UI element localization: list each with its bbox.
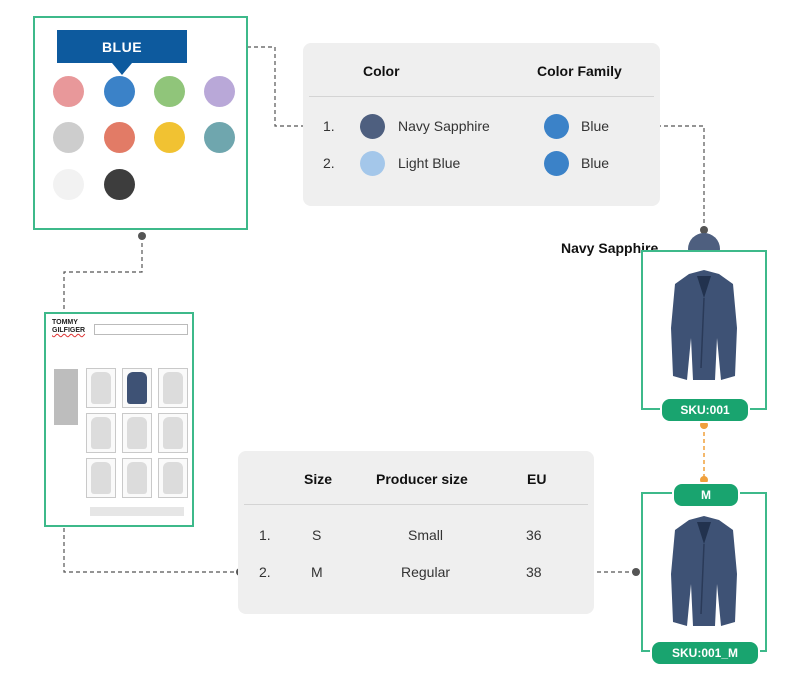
connector-store-to-size-table <box>63 430 240 573</box>
jacket-image <box>671 270 737 380</box>
size-pill: M <box>672 482 740 508</box>
connector-dot-orange <box>700 421 708 429</box>
producer-size-value: Small <box>408 527 444 543</box>
color-swatch[interactable] <box>53 169 84 200</box>
product-thumb-selected[interactable] <box>122 368 152 408</box>
color-swatch[interactable] <box>154 76 185 107</box>
header-producer-size: Producer size <box>376 471 468 487</box>
color-name: Light Blue <box>398 155 461 171</box>
size-pill-label: M <box>701 488 711 502</box>
header-eu: EU <box>527 471 547 487</box>
color-swatch[interactable] <box>104 122 135 153</box>
family-name: Blue <box>581 118 610 134</box>
header-color: Color <box>363 63 400 79</box>
selected-color-tag: BLUE <box>57 30 187 63</box>
product-thumb[interactable] <box>158 413 188 453</box>
color-swatch[interactable] <box>154 122 185 153</box>
family-dot <box>544 114 569 139</box>
header-size: Size <box>304 471 333 487</box>
sku-label: SKU:001 <box>680 403 730 417</box>
row-number: 2. <box>323 155 335 171</box>
eu-value: 36 <box>526 527 542 543</box>
eu-value: 38 <box>526 564 542 580</box>
product-card-bottom[interactable] <box>641 492 767 652</box>
store-logo: TOMMY GILFIGER <box>52 319 85 335</box>
table-divider <box>309 96 654 97</box>
color-swatch[interactable] <box>53 76 84 107</box>
size-value: M <box>311 564 323 580</box>
store-search-bar[interactable] <box>94 324 188 335</box>
jacket-image <box>671 516 737 626</box>
product-thumb[interactable] <box>122 413 152 453</box>
sku-pill-bottom: SKU:001_M <box>650 640 760 666</box>
product-thumb[interactable] <box>86 458 116 498</box>
color-swatch[interactable] <box>204 76 235 107</box>
connector-picker-to-store <box>63 236 143 362</box>
selected-color-label: BLUE <box>101 38 143 55</box>
header-color-family: Color Family <box>537 63 622 79</box>
color-dot <box>360 114 385 139</box>
product-thumb[interactable] <box>158 458 188 498</box>
size-value: S <box>312 527 322 543</box>
connector-dot <box>138 232 146 240</box>
color-table: Color Color Family 1. Navy Sapphire Blue… <box>303 43 660 206</box>
row-number: 2. <box>259 564 271 580</box>
product-color-label: Navy Sapphire <box>561 240 659 256</box>
color-name: Navy Sapphire <box>398 118 490 134</box>
product-thumb[interactable] <box>122 458 152 498</box>
product-thumb[interactable] <box>86 368 116 408</box>
color-dot <box>360 151 385 176</box>
row-number: 1. <box>323 118 335 134</box>
connector-dot <box>632 568 640 576</box>
sku-pill-top: SKU:001 <box>660 397 750 423</box>
family-name: Blue <box>581 155 610 171</box>
product-thumb[interactable] <box>158 368 188 408</box>
color-swatch[interactable] <box>204 122 235 153</box>
store-page-mockup: TOMMY GILFIGER <box>44 312 194 527</box>
size-table: Size Producer size EU 1. S Small 36 2. M… <box>238 451 594 614</box>
store-logo-line2: GILFIGER <box>52 327 86 334</box>
color-swatch[interactable] <box>104 169 135 200</box>
color-swatch-selected[interactable] <box>104 76 135 107</box>
tag-pointer <box>112 63 132 75</box>
family-dot <box>544 151 569 176</box>
product-thumb[interactable] <box>86 413 116 453</box>
product-card-top[interactable] <box>641 250 767 410</box>
store-logo-line1: TOMMY <box>52 319 78 326</box>
row-number: 1. <box>259 527 271 543</box>
store-footer-bar <box>90 507 184 516</box>
store-sidebar-filter[interactable] <box>54 369 78 425</box>
color-swatch[interactable] <box>53 122 84 153</box>
table-divider <box>244 504 588 505</box>
connector-dot <box>700 226 708 234</box>
sku-label: SKU:001_M <box>671 646 739 660</box>
producer-size-value: Regular <box>401 564 451 580</box>
